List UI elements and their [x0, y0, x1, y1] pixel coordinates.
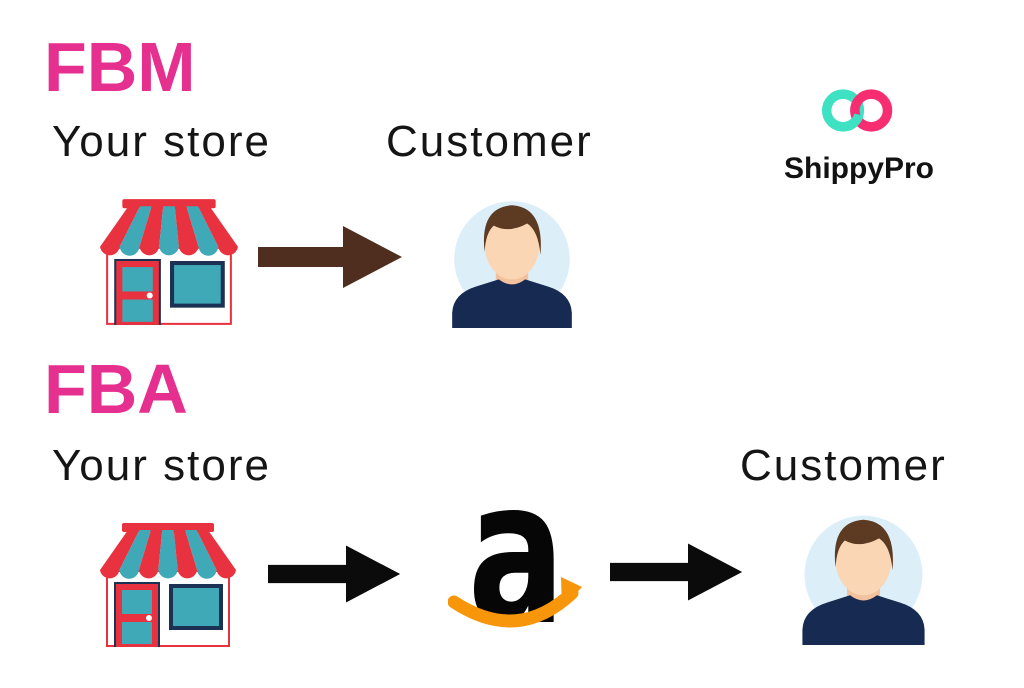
fba-title: FBA: [44, 350, 188, 428]
fba-arrow-right-icon-1: [268, 540, 402, 608]
infinity-logo-icon: [821, 86, 897, 138]
fbm-customer-avatar-icon: [440, 184, 584, 328]
fbm-title: FBM: [44, 28, 196, 106]
amazon-smile-curve: [448, 586, 579, 628]
fba-arrow-right-icon-2: [610, 540, 744, 604]
fbm-store-label: Your store: [52, 117, 271, 166]
fbm-customer-label: Customer: [386, 117, 593, 166]
fbm-store-icon: [98, 194, 240, 328]
brand-logo: ShippyPro: [774, 86, 944, 186]
fbm-arrow-right-icon: [258, 224, 404, 290]
fba-customer-avatar-icon: [790, 498, 937, 645]
fba-store-label: Your store: [52, 441, 271, 490]
fba-store-icon: [98, 518, 238, 650]
amazon-smile-arrow-tip: [561, 577, 582, 608]
brand-name: ShippyPro: [783, 152, 934, 185]
amazon-logo: a: [448, 492, 600, 644]
fba-customer-label: Customer: [740, 441, 947, 490]
